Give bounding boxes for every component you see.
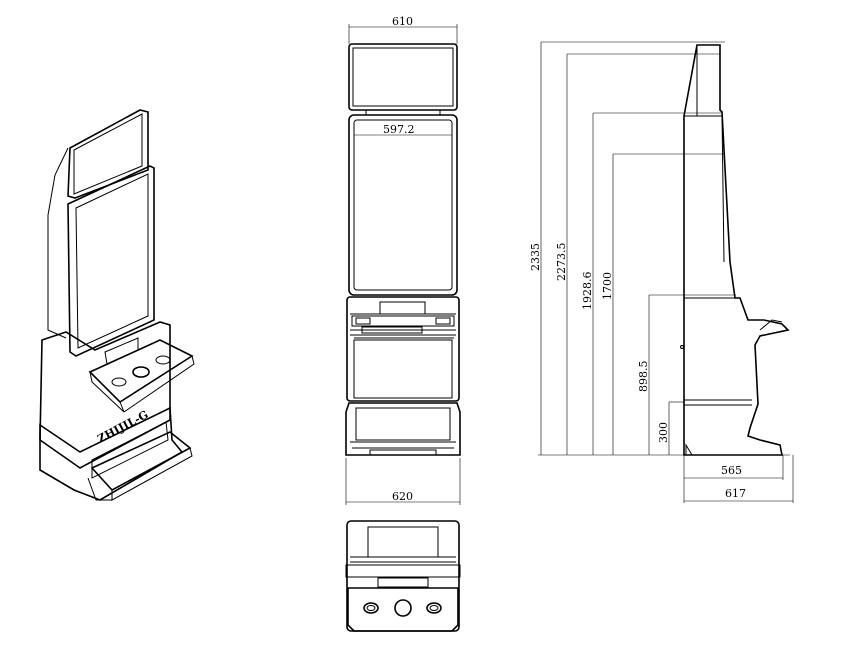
- iso-cabinet-body: [39, 321, 171, 469]
- front-control-deck: [351, 315, 455, 327]
- isometric-view: ZHIJIL-G: [39, 109, 195, 501]
- side-dim-total-height: 2335: [529, 243, 542, 271]
- front-topper: [348, 43, 458, 111]
- top-view-button-right: [426, 602, 442, 614]
- side-machine-outline: [683, 44, 790, 456]
- front-main-screen: [348, 114, 458, 296]
- iso-main-screen: [67, 165, 155, 357]
- front-dim-top-width: 610: [392, 15, 413, 28]
- side-dim-main-screen-top: 1928.6: [581, 272, 594, 311]
- side-dim-cabinet-depth: 565: [721, 464, 742, 477]
- iso-button-center: [132, 366, 150, 378]
- iso-brand-mark: ZHIJIL-G: [95, 408, 150, 446]
- front-view: 610 597.2 620: [345, 15, 461, 505]
- iso-topper: [67, 109, 149, 199]
- front-dim-base-width: 620: [392, 490, 413, 503]
- iso-rear-tower: [47, 147, 69, 339]
- side-dim-overall-depth: 617: [725, 487, 746, 500]
- side-view: 2335 2273.5 1928.6 1700 898.5 300 565 61…: [529, 41, 794, 503]
- iso-control-deck: [88, 339, 194, 404]
- front-cabinet-upper: [346, 296, 460, 402]
- side-dim-topper-height: 2273.5: [555, 243, 568, 282]
- top-view-outline: [346, 520, 460, 632]
- side-dim-main-screen-bottom: 1700: [601, 272, 614, 300]
- top-view: [345, 520, 461, 632]
- front-lower-cabinet: [345, 402, 461, 456]
- top-view-button-left: [363, 602, 379, 614]
- top-view-control-deck: [347, 587, 459, 632]
- iso-button-right: [155, 355, 171, 365]
- side-dim-deck-height: 898.5: [637, 361, 650, 393]
- iso-button-left: [111, 377, 127, 387]
- side-dim-base-height: 300: [657, 422, 670, 443]
- top-view-button-center: [394, 599, 412, 617]
- front-dim-screen-width: 597.2: [383, 123, 415, 136]
